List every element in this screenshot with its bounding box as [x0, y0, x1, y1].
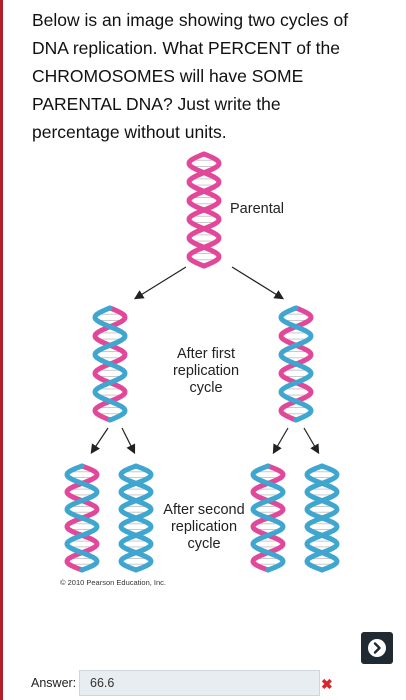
copyright-text: © 2010 Pearson Education, Inc.	[60, 578, 167, 587]
next-button[interactable]	[361, 632, 393, 664]
second-cycle-helix-4	[304, 463, 340, 573]
helix-diagram	[64, 151, 340, 573]
arrow-first-left-a	[90, 427, 109, 454]
second-cycle-helix-2	[118, 463, 154, 573]
answer-input[interactable]: 66.6	[79, 670, 320, 696]
arrow-first-right-a	[272, 427, 289, 455]
answer-row: Answer: 66.6 ✖	[0, 668, 406, 700]
first-cycle-helix-right	[278, 305, 314, 423]
helix-strand	[278, 305, 314, 423]
second-cycle-label-line: After second	[163, 502, 245, 518]
chevron-right-icon	[368, 639, 386, 657]
helix-strand	[118, 463, 154, 573]
parental-label: Parental	[230, 201, 285, 217]
question-text: Below is an image showing two cycles of …	[32, 6, 392, 146]
helix-strand	[64, 463, 100, 573]
second-cycle-helix-3	[250, 463, 286, 573]
left-border	[0, 0, 3, 700]
question-line: DNA replication. What PERCENT of the	[32, 38, 340, 58]
helix-strand	[250, 463, 286, 573]
first-cycle-label: After first replication cycle	[168, 346, 244, 397]
arrow-parental-right	[231, 266, 285, 300]
second-cycle-label-line: cycle	[187, 536, 221, 552]
second-cycle-label: After second replication cycle	[160, 502, 248, 553]
first-cycle-label-line: replication	[172, 363, 240, 379]
first-cycle-label-line: cycle	[189, 380, 223, 396]
question-line: CHROMOSOMES will have SOME	[32, 66, 304, 86]
parental-helix	[186, 151, 222, 269]
dna-replication-figure: Parental After first replication cycle A…	[0, 140, 406, 610]
first-cycle-helix-left	[92, 305, 128, 423]
question-line: percentage without units.	[32, 122, 227, 142]
helix-strand	[304, 463, 340, 573]
helix-strand	[186, 151, 222, 269]
first-cycle-label-line: After first	[176, 346, 235, 362]
answer-label: Answer:	[31, 676, 77, 690]
arrow-first-right-b	[303, 427, 320, 455]
arrow-first-left-b	[121, 427, 136, 455]
arrow-parental-left	[133, 266, 187, 300]
question-line: Below is an image showing two cycles of	[32, 10, 349, 30]
second-cycle-label-line: replication	[170, 519, 238, 535]
helix-strand	[92, 305, 128, 423]
second-cycle-helix-1	[64, 463, 100, 573]
wrong-x-icon: ✖	[321, 676, 333, 692]
question-line: PARENTAL DNA? Just write the	[32, 94, 281, 114]
